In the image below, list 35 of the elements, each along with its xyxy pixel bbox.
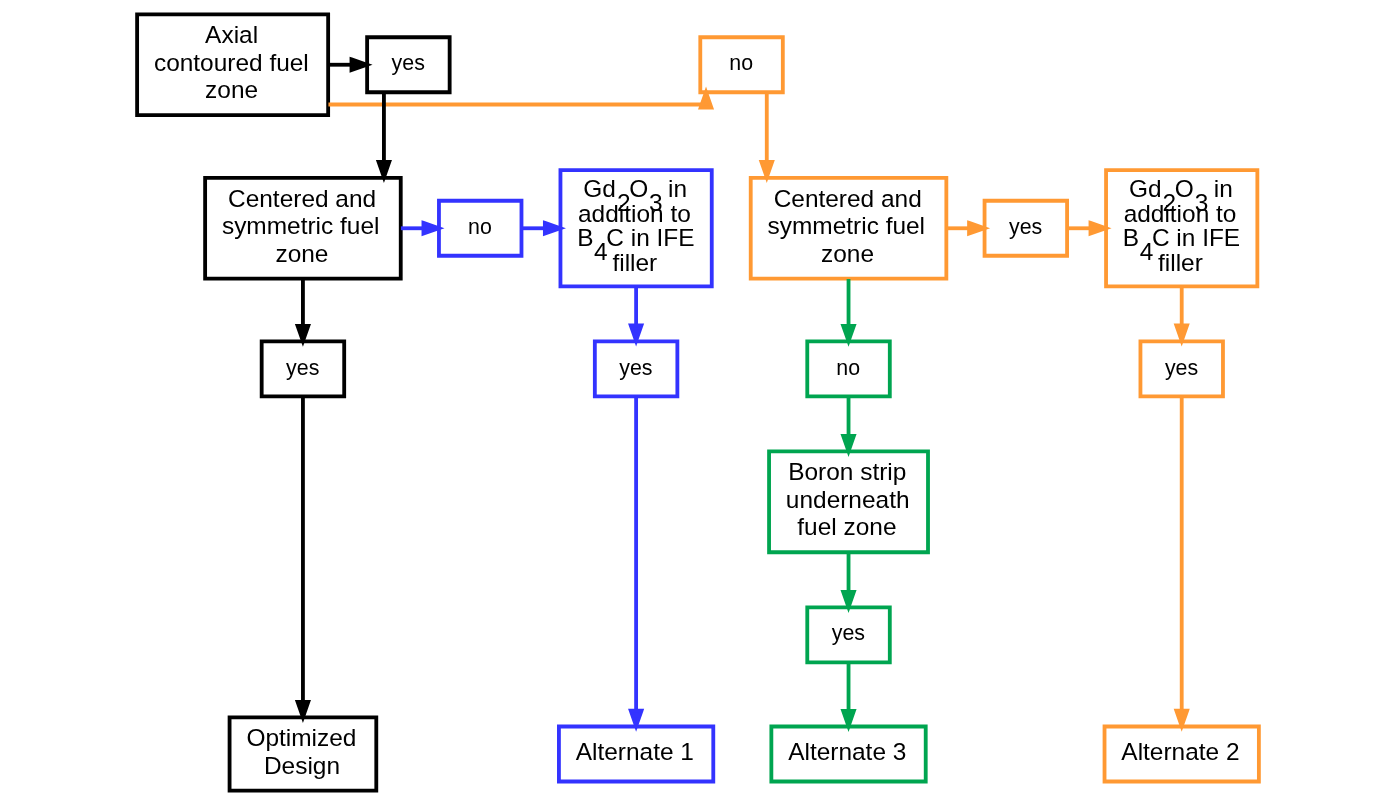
node-box: no <box>804 339 892 399</box>
node-box: yes <box>1138 339 1225 399</box>
arrow <box>946 220 990 237</box>
node-box: yes <box>364 35 452 95</box>
node-box: yes <box>259 339 346 399</box>
arrow <box>1066 220 1112 237</box>
arrow <box>327 56 373 73</box>
arrow <box>840 662 857 732</box>
arrow <box>294 279 311 347</box>
node-box: no <box>697 35 785 95</box>
arrow <box>627 396 644 732</box>
node-box: no <box>436 198 523 258</box>
node-box: Axial contoured fuel zone <box>134 12 330 118</box>
node-box: yes <box>982 198 1069 258</box>
arrow <box>840 396 857 457</box>
node-box: Alternate 1 <box>556 724 715 784</box>
arrow <box>375 92 392 183</box>
arrow <box>400 220 444 237</box>
node-box: Centered and symmetric fuel zone <box>202 175 403 281</box>
arrow <box>840 552 857 613</box>
node-box: Alternate 3 <box>768 724 928 784</box>
arrow <box>327 86 714 110</box>
arrow <box>1173 396 1190 732</box>
arrow <box>627 286 644 347</box>
node-box: yes <box>592 339 679 399</box>
node-box: Boron strip underneath fuel zone <box>766 449 930 555</box>
node-box: yes <box>804 605 892 665</box>
node-box: Centered and symmetric fuel zone <box>748 175 948 281</box>
arrow <box>294 396 311 723</box>
node-box: Optimized Design <box>227 715 378 793</box>
node-box: Alternate 2 <box>1102 724 1261 784</box>
arrow <box>840 279 857 347</box>
arrow <box>1173 286 1190 347</box>
arrow <box>758 92 775 183</box>
arrow <box>521 220 566 237</box>
